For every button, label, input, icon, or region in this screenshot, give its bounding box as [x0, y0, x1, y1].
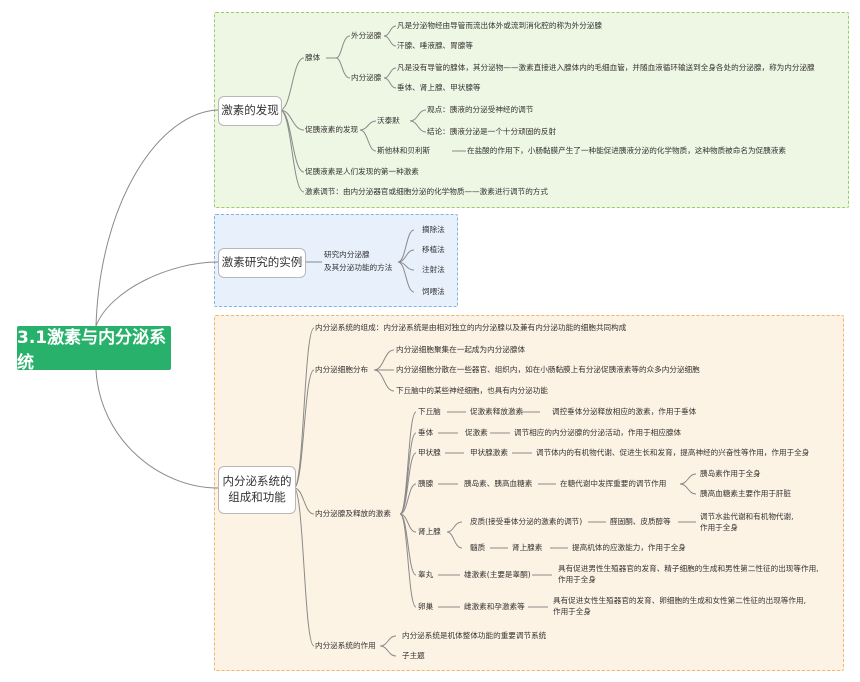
- pancreas-hormone[interactable]: 胰岛素、胰高血糖素: [464, 479, 533, 488]
- insulin-function[interactable]: 胰岛素作用于全身: [700, 469, 761, 478]
- method-transplant[interactable]: 移植法: [422, 245, 445, 254]
- endocrine-examples[interactable]: 垂体、肾上腺、甲状腺等: [397, 83, 481, 92]
- starling-bayliss-node[interactable]: 斯他林和贝利斯: [377, 146, 431, 155]
- thyroid-node[interactable]: 甲状腺: [418, 448, 441, 457]
- endocrine-definition[interactable]: 凡是没有导管的腺体，其分泌物——激素直接进入腺体内的毛细血管，并随血液循环输送到…: [397, 63, 815, 72]
- system-zone: [214, 315, 844, 671]
- hypothalamus-node[interactable]: 下丘脑: [418, 407, 441, 416]
- pituitary-function[interactable]: 调节相应的内分泌腺的分泌活动，作用于相应腺体: [514, 428, 682, 437]
- pancreas-function[interactable]: 在糖代谢中发挥重要的调节作用: [560, 479, 667, 488]
- exocrine-definition[interactable]: 凡是分泌物经由导管而流出体外或流到消化腔的称为外分泌腺: [397, 21, 603, 30]
- first-hormone-node[interactable]: 促胰液素是人们发现的第一种激素: [305, 167, 419, 176]
- adrenal-medulla-node[interactable]: 髓质: [470, 543, 486, 552]
- distribution-item[interactable]: 内分泌细胞分散在一些器官、组织内，如在小肠黏膜上有分泌促胰液素等的众多内分泌细胞: [396, 365, 700, 374]
- system-node-line1: 内分泌系统的: [222, 474, 292, 489]
- distribution-item[interactable]: 内分泌细胞聚集在一起成为内分泌腺体: [396, 345, 526, 354]
- gland-node[interactable]: 腺体: [305, 53, 321, 62]
- adrenal-cortex-node[interactable]: 皮质(接受垂体分泌的激素的调节): [470, 517, 583, 526]
- ovary-function-line2[interactable]: 作用于全身: [553, 607, 591, 616]
- discovery-zone: [214, 12, 849, 208]
- ovary-function-line1[interactable]: 具有促进女性生殖器官的发育、卵细胞的生成和女性第二性征的出现等作用,: [553, 596, 807, 605]
- starling-bayliss-text[interactable]: 在盐酸的作用下，小肠黏膜产生了一种能促进胰液分泌的化学物质，这种物质被命名为促胰…: [467, 146, 786, 155]
- adrenal-node[interactable]: 肾上腺: [418, 527, 441, 536]
- system-node-line2: 组成和功能: [228, 490, 286, 504]
- woertmann-node[interactable]: 沃泰默: [377, 116, 400, 125]
- hypothalamus-hormone[interactable]: 促激素释放激素: [470, 407, 524, 416]
- hormone-regulation-node[interactable]: 激素调节：由内分泌器官或细胞分泌的化学物质——激素进行调节的方式: [305, 187, 548, 196]
- role-item[interactable]: 内分泌系统是机体整体功能的重要调节系统: [402, 631, 547, 640]
- testis-node[interactable]: 睾丸: [418, 570, 434, 579]
- exocrine-examples[interactable]: 汗腺、唾液腺、胃腺等: [397, 41, 473, 50]
- examples-node[interactable]: 激素研究的实例: [218, 248, 306, 278]
- cortex-function-line1[interactable]: 调节水盐代谢和有机物代谢,: [700, 512, 794, 521]
- method-feeding[interactable]: 饲喂法: [422, 287, 445, 296]
- discovery-node[interactable]: 激素的发现: [218, 96, 282, 126]
- root-topic[interactable]: 3.1激素与内分泌系统: [17, 326, 171, 373]
- ovary-node[interactable]: 卵巢: [418, 602, 434, 611]
- glands-node[interactable]: 内分泌腺及释放的激素: [315, 509, 391, 518]
- medulla-function[interactable]: 提高机体的应激能力，作用于全身: [572, 543, 686, 552]
- distribution-item[interactable]: 下丘脑中的某些神经细胞，也具有内分泌功能: [396, 386, 548, 395]
- woertmann-view[interactable]: 观点：胰液的分泌受神经的调节: [427, 105, 534, 114]
- system-node[interactable]: 内分泌系统的 组成和功能: [218, 466, 296, 514]
- method-node-line1[interactable]: 研究内分泌腺: [324, 250, 370, 259]
- exocrine-node[interactable]: 外分泌腺: [351, 31, 382, 40]
- thyroid-function[interactable]: 调节体内的有机物代谢、促进生长和发育，提高神经的兴奋性等作用，作用于全身: [536, 448, 810, 457]
- role-subtopic[interactable]: 子主题: [402, 651, 425, 660]
- method-removal[interactable]: 摘除法: [422, 225, 445, 234]
- testis-function-line2[interactable]: 作用于全身: [558, 575, 596, 584]
- pancreas-node[interactable]: 胰腺: [418, 479, 434, 488]
- testis-hormone[interactable]: 雄激素(主要是睾酮): [464, 570, 531, 579]
- cortex-function-line2[interactable]: 作用于全身: [700, 523, 738, 532]
- testis-function-line1[interactable]: 具有促进男性生殖器官的发育、精子细胞的生成和男性第二性征的出现等作用,: [558, 564, 819, 573]
- medulla-hormone[interactable]: 肾上腺素: [512, 543, 543, 552]
- composition-node[interactable]: 内分泌系统的组成：内分泌系统是由相对独立的内分泌腺以及兼有内分泌功能的细胞共同构…: [315, 323, 627, 332]
- method-node-line2[interactable]: 及其分泌功能的方法: [324, 263, 393, 272]
- hypothalamus-function[interactable]: 调控垂体分泌释放相应的激素，作用于垂体: [552, 407, 697, 416]
- method-injection[interactable]: 注射法: [422, 265, 445, 274]
- glucagon-function[interactable]: 胰高血糖素主要作用于肝脏: [700, 489, 792, 498]
- role-node[interactable]: 内分泌系统的作用: [315, 641, 376, 650]
- thyroid-hormone[interactable]: 甲状腺激素: [470, 448, 508, 457]
- distribution-node[interactable]: 内分泌细胞分布: [315, 365, 369, 374]
- pituitary-hormone[interactable]: 促激素: [465, 428, 488, 437]
- cortex-hormone[interactable]: 醛固酮、皮质醇等: [610, 517, 671, 526]
- endocrine-node[interactable]: 内分泌腺: [351, 73, 382, 82]
- ovary-hormone[interactable]: 雌激素和孕激素等: [464, 602, 525, 611]
- secretin-discovery-node[interactable]: 促胰液素的发现: [305, 125, 359, 134]
- woertmann-conclusion[interactable]: 结论：胰液分泌是一个十分顽固的反射: [427, 127, 557, 136]
- pituitary-node[interactable]: 垂体: [418, 428, 434, 437]
